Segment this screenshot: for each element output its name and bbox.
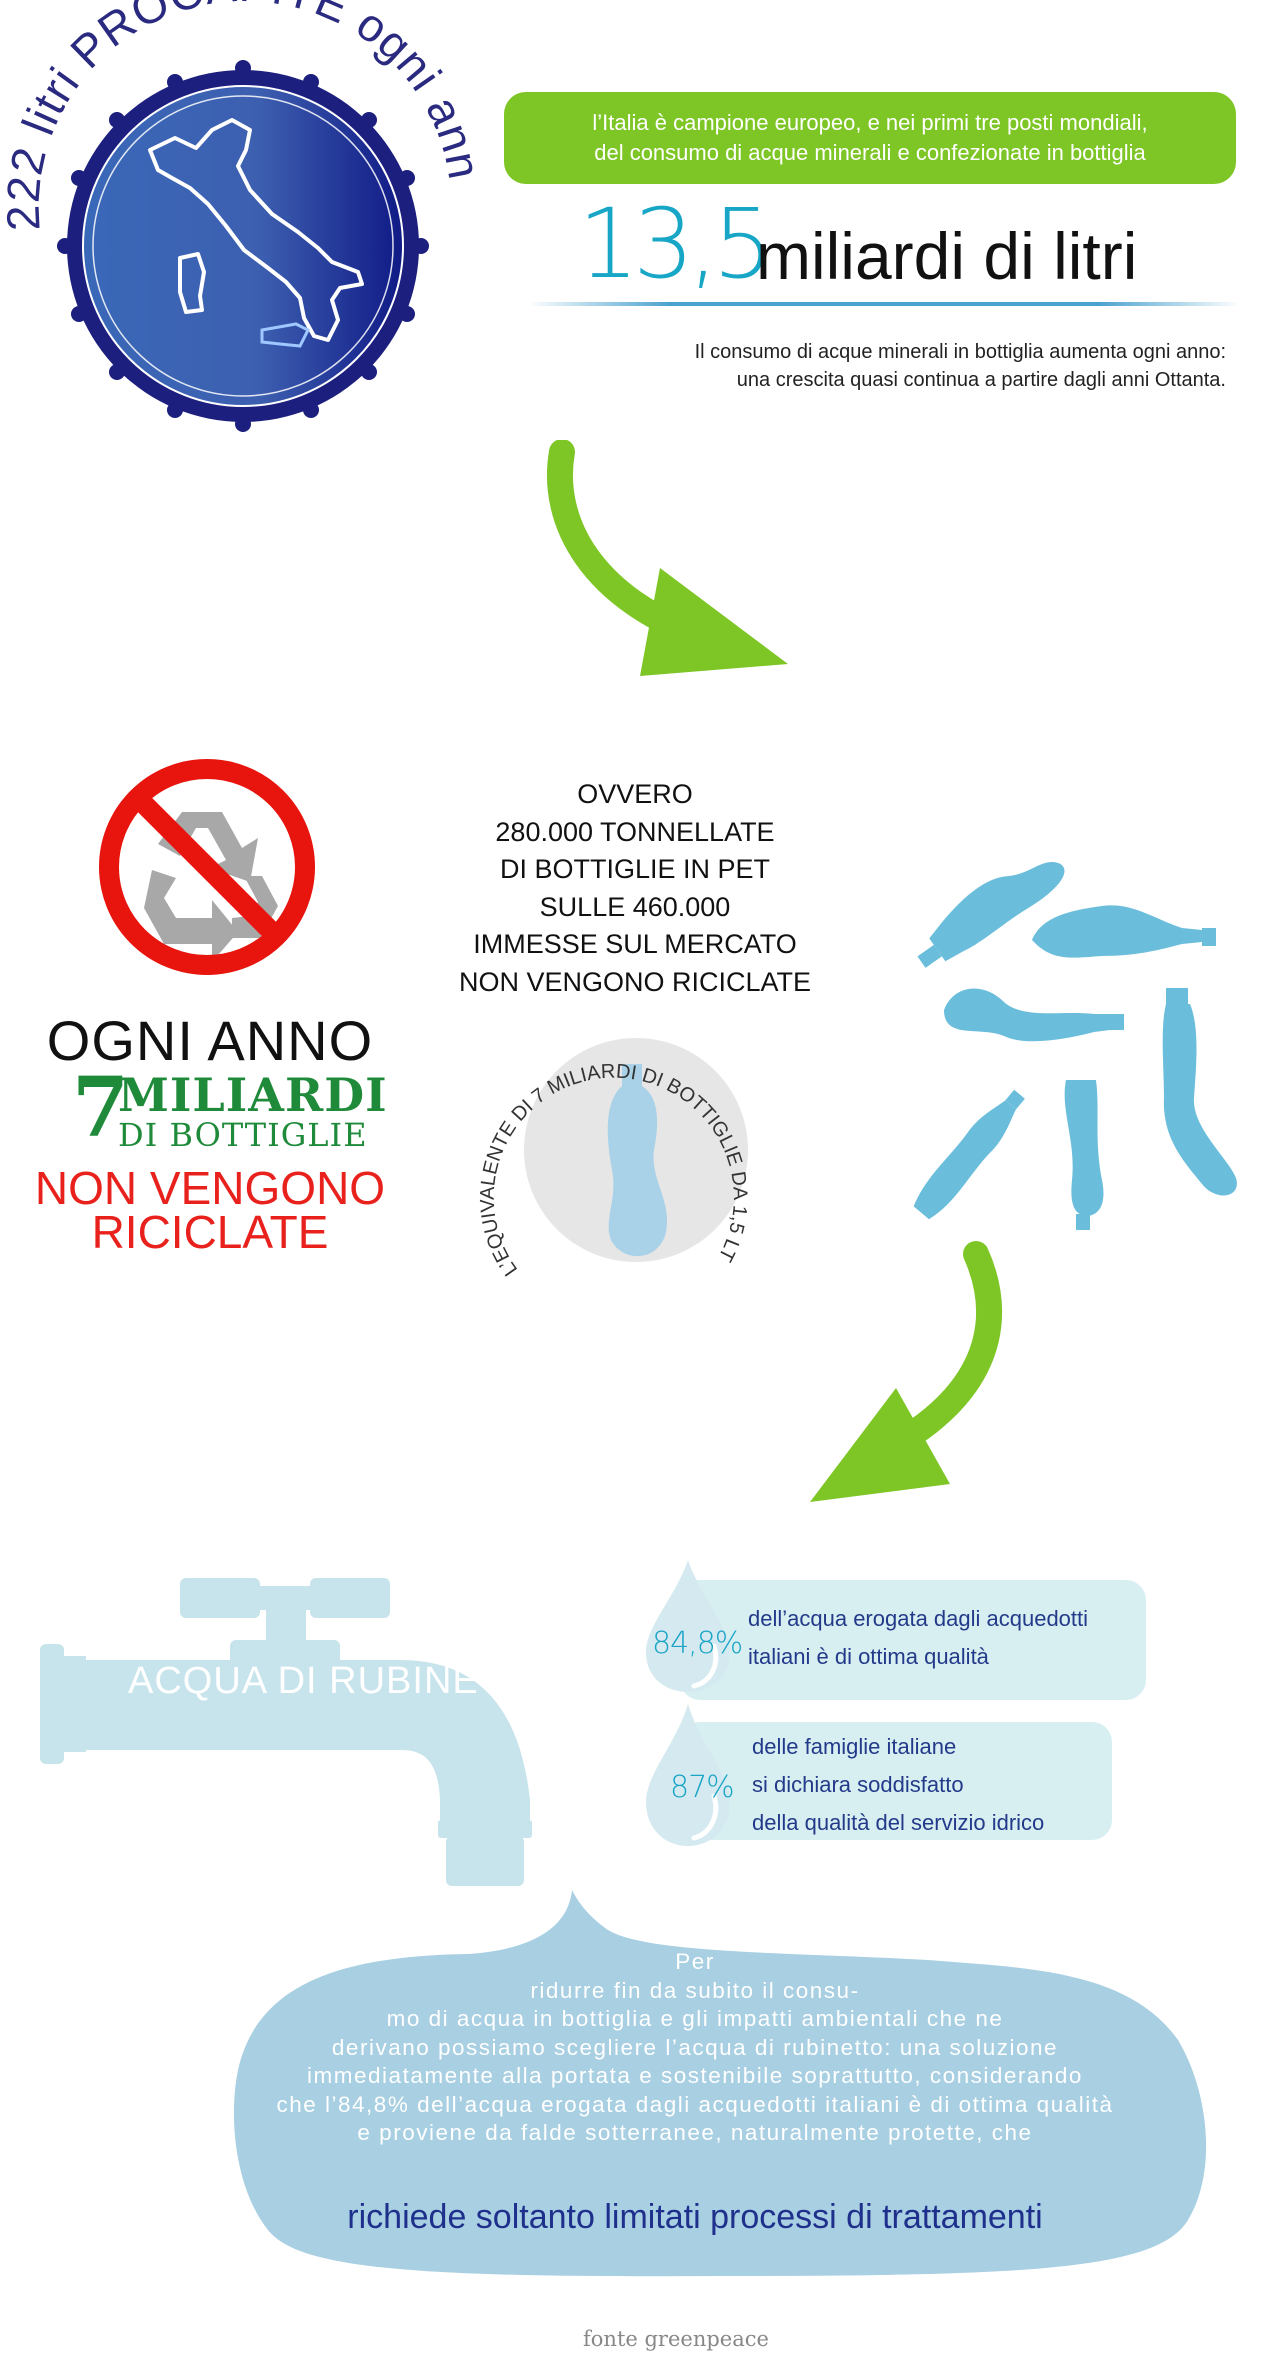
faucet-illustration [40,1578,532,1886]
sicily-icon [260,322,311,348]
stat-satisfaction-text: delle famiglie italiane si dichiara sodd… [752,1728,1044,1842]
miliardi-label: MILIARDI [118,1068,388,1122]
bottle-icon [1162,988,1237,1196]
puddle-line: derivano possiamo scegliere l’acqua di r… [331,2034,1059,2060]
puddle-line: che l’84,8% dell’acqua erogata dagli acq… [276,2091,1114,2117]
non-vengono-riciclate: NON VENGONO RICICLATE [0,1162,420,1258]
bottle-icon [1032,905,1216,958]
bottle-icon [913,1089,1025,1220]
big-unit: miliardi di litri [756,219,1138,293]
puddle-line: mo di acqua in bottiglia e gli impatti a… [386,2006,1004,2031]
water-puddle [233,1890,1207,2277]
ovvero-line: NON VENGONO RICICLATE [458,966,812,997]
seven-number: 7 [72,1060,130,1156]
faucet-label: ACQUA DI RUBINETTO [128,1660,558,1702]
stat-quality-line-1: dell’acqua erogata dagli acquedotti [748,1606,1089,1631]
water-drop-icon [646,1560,730,1692]
stat-satisfaction-line-2: si dichiara soddisfatto [752,1772,964,1797]
puddle-line: Per [675,1949,715,1974]
ogni-anno: OGNI ANNO [46,1009,374,1072]
puddle-line: immediatamente alla portata e sostenibil… [307,2063,1083,2088]
sardinia-icon [178,252,206,314]
puddle-line: ridurre fin da subito il consu- [530,1977,860,2003]
bottle-icon [917,862,1065,968]
stat-quality-text: dell’acqua erogata dagli acquedotti ital… [748,1600,1088,1676]
consumption-text: Il consumo di acque minerali in bottigli… [520,338,1226,394]
consumption-line-1: Il consumo di acque minerali in bottigli… [694,341,1226,363]
bottle-icon [944,988,1124,1042]
arrow-down-right-icon [546,440,788,676]
ovvero-block: OVVERO 280.000 TONNELLATE DI BOTTIGLIE I… [420,776,850,1001]
bottle-icon [607,1070,668,1257]
stat-card-satisfaction [680,1722,1112,1840]
di-bottiglie-label: DI BOTTIGLIE [118,1116,368,1154]
stat-card-quality [680,1580,1146,1700]
water-drop-icon [646,1704,730,1846]
banner-line-2: del consumo di acque minerali e confezio… [594,140,1146,165]
ovvero-line: 280.000 TONNELLATE [495,816,775,847]
puddle-text: Per ridurre fin da subito il consu- mo d… [230,1948,1160,2148]
arrow-down-left-icon [810,1241,1002,1502]
stat-satisfaction-line-1: delle famiglie italiane [752,1734,957,1759]
italy-badge: 222 litri PROCAPITE ogni anno [0,0,480,432]
banner-line-1: l’Italia è campione europeo, e nei primi… [592,110,1148,135]
ovvero-line: OVVERO [577,779,693,809]
puddle-line: e proviene da falde sotterranee, natural… [357,2120,1033,2145]
stat-quality-line-2: italiani è di ottima qualità [748,1644,989,1669]
stat-quality-percent: 84,8% [652,1626,743,1661]
consumption-line-2: una crescita quasi continua a partire da… [736,369,1226,391]
bottle-icon [1064,1080,1104,1230]
ovvero-line: IMMESSE SUL MERCATO [473,929,797,959]
italy-map-icon [148,118,364,342]
stat-satisfaction-percent: 87% [670,1770,735,1805]
non-vengono-line-2: RICICLATE [91,1206,329,1258]
ovvero-line: DI BOTTIGLIE IN PET [499,854,771,884]
ovvero-line: SULLE 460.000 [539,891,731,922]
source-credit: fonte greenpeace [583,2327,769,2351]
intro-banner: l’Italia è campione europeo, e nei primi… [504,92,1236,184]
big-number: 13,5 [578,188,774,300]
divider [528,302,1240,306]
equivalent-circle: L’EQUIVALENTE DI 7 MILIARDI DI BOTTIGLIE… [477,1038,751,1280]
no-recycling-icon [99,759,315,975]
non-vengono-line-1: NON VENGONO [34,1162,386,1214]
puddle-highlight: richiede soltanto limitati processi di t… [347,2198,1043,2236]
scattered-bottles [913,862,1237,1230]
stat-satisfaction-line-3: della qualità del servizio idrico [752,1810,1045,1835]
